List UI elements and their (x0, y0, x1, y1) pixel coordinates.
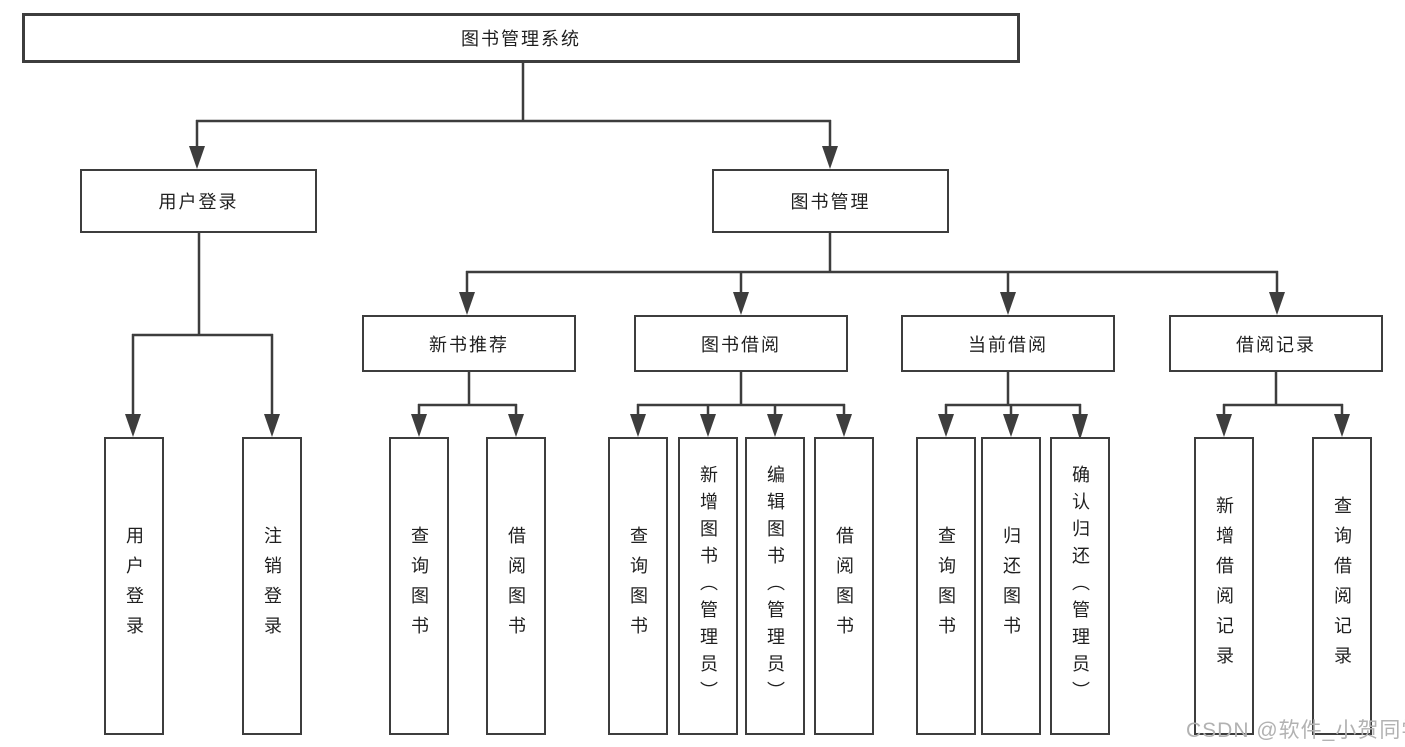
node-book-management: 图书管理 (712, 169, 949, 233)
node-new-book-recommend-label: 新书推荐 (429, 334, 509, 355)
leaf-add-borrow-record-label: 新增借阅记录 (1214, 496, 1234, 676)
leaf-return-books-label: 归还图书 (1001, 526, 1021, 646)
leaf-borrow-books-1-label: 借阅图书 (506, 526, 526, 646)
node-book-borrowing-label: 图书借阅 (701, 334, 781, 355)
leaf-query-books-2-label: 查询图书 (628, 526, 648, 646)
leaf-logout: 注销登录 (242, 437, 302, 735)
leaf-logout-label: 注销登录 (262, 526, 282, 646)
leaf-user-login: 用户登录 (104, 437, 164, 735)
leaf-add-books-admin-label: 新增图书（管理员） (698, 464, 718, 708)
node-new-book-recommend: 新书推荐 (362, 315, 576, 372)
leaf-edit-books-admin: 编辑图书（管理员） (745, 437, 805, 735)
leaf-confirm-return-admin-label: 确认归还（管理员） (1070, 464, 1090, 708)
node-borrow-records-label: 借阅记录 (1236, 334, 1316, 355)
node-book-borrowing: 图书借阅 (634, 315, 848, 372)
leaf-query-books-1-label: 查询图书 (409, 526, 429, 646)
leaf-add-books-admin: 新增图书（管理员） (678, 437, 738, 735)
node-user-login: 用户登录 (80, 169, 317, 233)
leaf-query-books-2: 查询图书 (608, 437, 668, 735)
csdn-watermark: CSDN @软件_小贺同学 (1186, 719, 1405, 742)
leaf-edit-books-admin-label: 编辑图书（管理员） (765, 464, 785, 708)
node-current-borrowing-label: 当前借阅 (968, 334, 1048, 355)
node-borrow-records: 借阅记录 (1169, 315, 1383, 372)
leaf-user-login-label: 用户登录 (124, 526, 144, 646)
node-current-borrowing: 当前借阅 (901, 315, 1115, 372)
leaf-confirm-return-admin: 确认归还（管理员） (1050, 437, 1110, 735)
leaf-query-books-3-label: 查询图书 (936, 526, 956, 646)
node-book-management-label: 图书管理 (790, 192, 871, 212)
leaf-query-books-1: 查询图书 (389, 437, 449, 735)
leaf-query-borrow-record: 查询借阅记录 (1312, 437, 1372, 735)
leaf-borrow-books-2-label: 借阅图书 (834, 526, 854, 646)
leaf-query-borrow-record-label: 查询借阅记录 (1332, 496, 1352, 676)
leaf-borrow-books-1: 借阅图书 (486, 437, 546, 735)
leaf-borrow-books-2: 借阅图书 (814, 437, 874, 735)
root-node-label: 图书管理系统 (461, 29, 581, 49)
leaf-query-books-3: 查询图书 (916, 437, 976, 735)
leaf-return-books: 归还图书 (981, 437, 1041, 735)
root-node-library-system: 图书管理系统 (22, 13, 1020, 63)
node-user-login-label: 用户登录 (158, 192, 239, 212)
leaf-add-borrow-record: 新增借阅记录 (1194, 437, 1254, 735)
